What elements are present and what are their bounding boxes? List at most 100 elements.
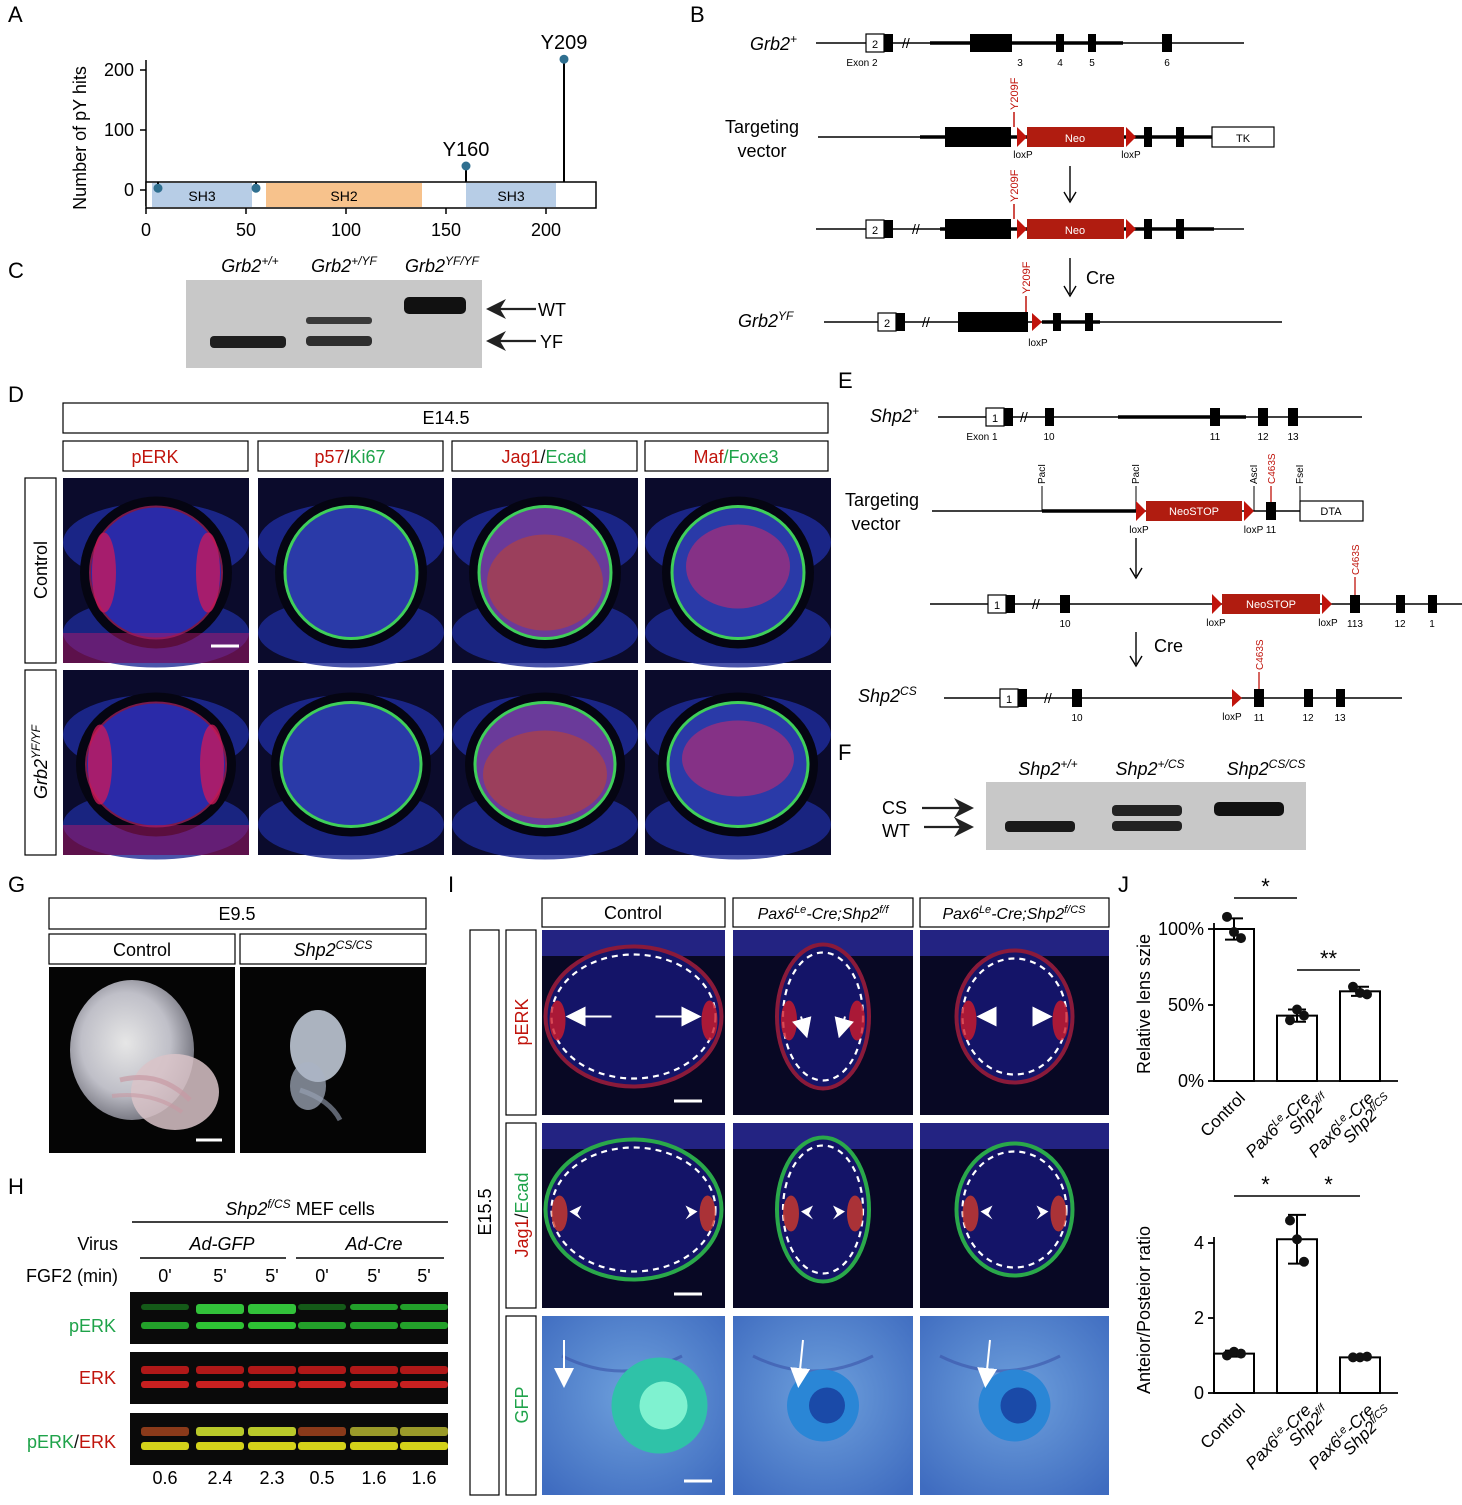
panel-i-row-perk: pERK bbox=[512, 998, 532, 1045]
x-category-part: f/CS bbox=[1367, 1402, 1391, 1426]
svg-text://: // bbox=[1044, 690, 1052, 706]
blot-band-merge-upper bbox=[350, 1427, 398, 1436]
x-category-control: Control bbox=[1197, 1088, 1249, 1140]
shp2-neostop-label: NeoSTOP bbox=[1169, 506, 1219, 518]
panel-d-stage: E14.5 bbox=[422, 408, 469, 428]
blot-merge bbox=[130, 1413, 448, 1465]
panel-f-cs-label: CS bbox=[882, 798, 907, 818]
gel-f-band-cs-2 bbox=[1112, 805, 1182, 816]
blot-band-merge-upper bbox=[400, 1427, 448, 1436]
blot-band-erk-upper bbox=[141, 1366, 189, 1374]
blot-band-merge-lower bbox=[196, 1442, 244, 1450]
blot-band-erk-upper bbox=[298, 1366, 346, 1374]
panel-g-mutant: Shp2CS/CS bbox=[294, 938, 373, 960]
panel-letter-g: G bbox=[8, 872, 25, 897]
panel-a-domain-label: SH3 bbox=[497, 188, 524, 204]
panel-letter-a: A bbox=[8, 2, 23, 27]
shp2-exon1-box-row3: 1 bbox=[994, 600, 1000, 612]
blot-band-erk-upper bbox=[196, 1366, 244, 1374]
panel-a-lollipop-head bbox=[153, 183, 163, 193]
panel-e-shp2-targeting-diagram: Shp2+ 1 // Exon 1 10 11 12 13 Targeting … bbox=[845, 404, 1462, 724]
bar bbox=[1213, 928, 1255, 1082]
blot-ratio-label: 1.6 bbox=[411, 1468, 436, 1488]
shp2-cs-exon-12: 12 bbox=[1302, 713, 1314, 724]
data-point bbox=[1299, 1256, 1309, 1267]
ytick-label: 0% bbox=[1178, 1071, 1204, 1091]
grb2-mutation-label-3: Y209F bbox=[1021, 261, 1033, 294]
micrograph-jag1-signal bbox=[551, 1195, 568, 1232]
blot-ratio-label: 0.6 bbox=[152, 1468, 177, 1488]
ytick-label: 4 bbox=[1194, 1233, 1204, 1253]
grb2-tk-label: TK bbox=[1236, 133, 1251, 145]
svg-text://: // bbox=[1020, 409, 1028, 425]
panel-g-stage: E9.5 bbox=[218, 904, 255, 924]
blot-band-merge-upper bbox=[298, 1427, 346, 1436]
grb2-exon-4: 4 bbox=[1057, 58, 1063, 69]
micrograph-perk-signal bbox=[960, 1000, 977, 1041]
blot-band-merge-upper bbox=[141, 1427, 189, 1436]
shp2-targeting-label-1: Targeting bbox=[845, 490, 919, 510]
grb2-exon2-box-row3: 2 bbox=[872, 225, 878, 237]
panel-a-site-label: Y160 bbox=[443, 139, 490, 161]
panel-a-ytick-label: 100 bbox=[104, 120, 134, 140]
micrograph-dashed-outline bbox=[961, 1150, 1068, 1269]
data-point bbox=[1362, 989, 1372, 1000]
blot-time-label: 5' bbox=[213, 1266, 226, 1286]
blot-ratio-label: 2.3 bbox=[259, 1468, 284, 1488]
data-point bbox=[1285, 1015, 1295, 1026]
blot-band-perk-lower bbox=[141, 1322, 189, 1329]
shp2-pacl-2: PacI bbox=[1131, 464, 1142, 484]
x-category-control: Control bbox=[1197, 1400, 1249, 1452]
x-category-part: f/CS bbox=[1367, 1090, 1391, 1114]
panel-a-xtick-label: 0 bbox=[141, 220, 151, 240]
micrograph-lens bbox=[775, 942, 871, 1091]
shp2-exon1-box-row4: 1 bbox=[1006, 694, 1012, 706]
micrograph-arrowhead-marker bbox=[1036, 1205, 1049, 1220]
blot-band-erk-lower bbox=[298, 1381, 346, 1388]
stain-label-p57-ki67: p57/Ki67 bbox=[314, 447, 385, 467]
blot-band-erk-lower bbox=[350, 1381, 398, 1388]
micrograph-arrowhead-marker bbox=[685, 1205, 698, 1220]
bar bbox=[1276, 1014, 1318, 1083]
bar bbox=[1339, 990, 1381, 1083]
blot-perk bbox=[130, 1292, 448, 1344]
micrograph-arrowhead-marker bbox=[833, 1205, 845, 1220]
shp2-exon1-box: 1 bbox=[992, 413, 998, 425]
micrograph-dashed-outline bbox=[781, 1144, 865, 1275]
blot-band-erk-upper bbox=[248, 1366, 296, 1374]
significance-mark: * bbox=[1324, 1172, 1333, 1197]
shp2-row3-loxp-2: loxP bbox=[1318, 618, 1338, 629]
shp2-exon-12: 12 bbox=[1257, 432, 1269, 443]
blot-band-erk-lower bbox=[248, 1381, 296, 1388]
panel-c-lane-2: Grb2+/YF bbox=[311, 254, 377, 276]
panel-a-ytick-label: 200 bbox=[104, 60, 134, 80]
micrograph-arrowhead-marker bbox=[569, 1205, 582, 1220]
panel-g-embryo-images: E9.5 Control Shp2CS/CS bbox=[48, 897, 427, 1153]
panel-a-domain-sh3 bbox=[152, 183, 252, 207]
grb2-wt-label: Grb2+ bbox=[750, 32, 797, 54]
shp2-row3-exon-12: 12 bbox=[1394, 619, 1406, 630]
significance-mark: ** bbox=[1320, 946, 1338, 971]
grb2-exon-5: 5 bbox=[1089, 58, 1095, 69]
panel-a-lollipop-head bbox=[559, 54, 569, 64]
panel-i-col-control: Control bbox=[604, 903, 662, 923]
blot-band-merge-upper bbox=[196, 1427, 244, 1436]
panel-letter-b: B bbox=[690, 2, 705, 27]
blot-band-merge-upper bbox=[248, 1427, 296, 1436]
micrograph-jag1-signal bbox=[962, 1195, 979, 1232]
micrograph-lens bbox=[543, 1137, 724, 1282]
grb2-targeting-label-1: Targeting bbox=[725, 117, 799, 137]
panel-letter-c: C bbox=[8, 258, 24, 283]
panel-h-ad-gfp: Ad-GFP bbox=[188, 1234, 254, 1254]
panel-a-lollipop-head bbox=[251, 183, 261, 193]
micrograph-jag1-signal bbox=[847, 1195, 863, 1232]
grb2-exon2-label: Exon 2 bbox=[846, 58, 878, 69]
shp2-exon-10: 10 bbox=[1043, 432, 1055, 443]
data-point bbox=[1229, 927, 1239, 938]
grb2-exon2-box-row4: 2 bbox=[884, 318, 890, 330]
grb2-loxp-2: loxP bbox=[1121, 150, 1141, 161]
blot-time-label: 5' bbox=[417, 1266, 430, 1286]
panel-i-col-fcs: Pax6Le-Cre;Shp2f/CS bbox=[942, 904, 1086, 923]
grb2-exon-3: 3 bbox=[1017, 58, 1023, 69]
panel-a-ytick-label: 0 bbox=[124, 180, 134, 200]
